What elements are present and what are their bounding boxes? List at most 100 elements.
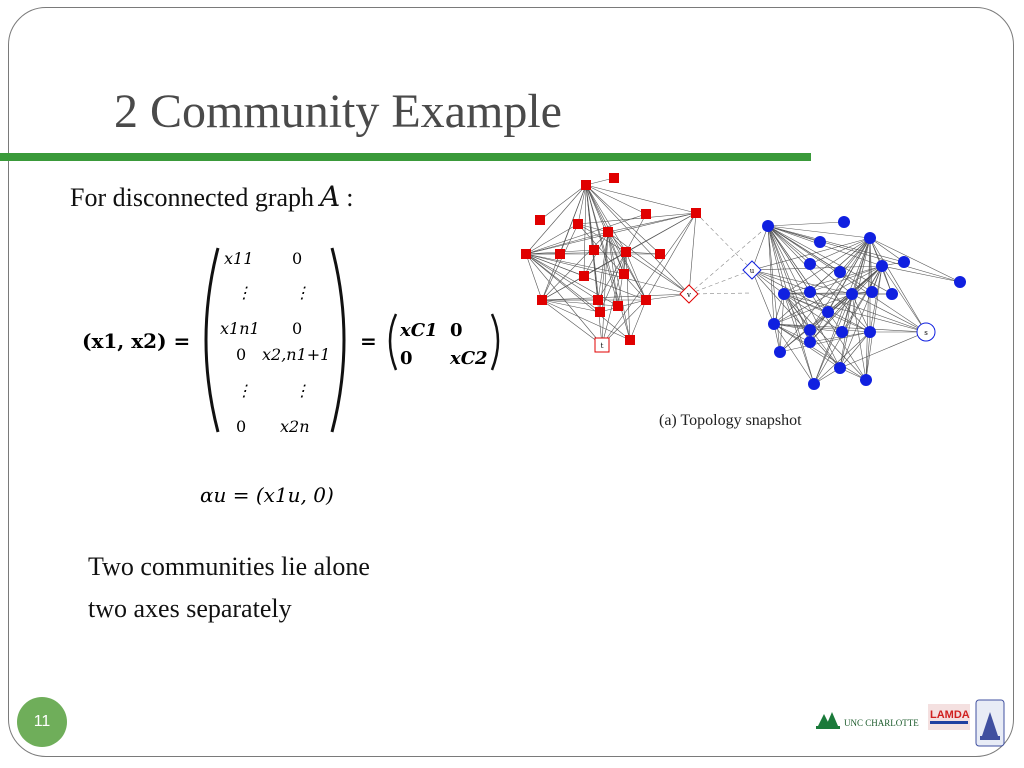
- graph-edge: [585, 184, 690, 295]
- graph-edge: [869, 237, 961, 283]
- matrix-cell: ⋮: [236, 381, 252, 400]
- rhs-cell: xC2: [449, 348, 488, 369]
- equation-lhs: (x1, x2) =: [82, 329, 190, 353]
- rhs-right-paren: [490, 313, 500, 371]
- community1-node: [581, 180, 591, 190]
- graph-edge: [751, 269, 853, 295]
- node-label: u: [750, 267, 755, 275]
- graph-edge: [809, 237, 871, 265]
- graph-symbol: A: [320, 180, 341, 213]
- graph-edge: [541, 223, 579, 301]
- community2-node: [774, 346, 786, 358]
- graph-edges: [525, 177, 961, 385]
- lamda-logo-text: LAMDA: [930, 709, 970, 721]
- graph-edge: [813, 237, 871, 385]
- graph-edge: [809, 293, 853, 343]
- graph-edge: [767, 225, 811, 265]
- community1-node: [555, 249, 565, 259]
- graph-edge: [625, 251, 661, 255]
- community1-node: [609, 173, 619, 183]
- graph-edge: [813, 293, 853, 385]
- community1-node: [579, 271, 589, 281]
- graph-edge: [773, 323, 871, 333]
- graph-edge: [773, 293, 853, 325]
- graph-edge: [767, 225, 781, 353]
- community2-node: [866, 286, 878, 298]
- graph-edge: [813, 331, 871, 385]
- graph-edge: [841, 293, 853, 333]
- community2-node: [804, 258, 816, 270]
- graph-edge: [779, 293, 853, 353]
- graph-edge: [583, 184, 587, 277]
- graph-edge: [585, 184, 647, 215]
- graph-edge: [773, 323, 867, 381]
- graph-edge: [525, 253, 543, 301]
- graph-edge: [525, 253, 599, 301]
- community2-node: [778, 288, 790, 300]
- community2-node: [846, 288, 858, 300]
- title-underline: [0, 153, 811, 161]
- graph-edge: [767, 225, 785, 295]
- body-text: Two communities lie alone two axes separ…: [88, 546, 370, 630]
- graph-edge: [541, 299, 619, 307]
- unc-logo-text: UNC CHARLOTTE: [844, 718, 919, 728]
- community2-node: [834, 266, 846, 278]
- matrix-cell: x11: [224, 249, 253, 268]
- graph-edge: [607, 231, 647, 301]
- matrix-cell: 0: [236, 417, 246, 436]
- graph-edge: [541, 231, 609, 301]
- graph-edge: [813, 265, 883, 385]
- graph-edge: [773, 323, 811, 343]
- community2-node: [762, 220, 774, 232]
- community1-node: [691, 208, 701, 218]
- community2-node: [768, 318, 780, 330]
- community2-node: [804, 324, 816, 336]
- labeled-node-u: u: [742, 260, 762, 280]
- graph-edge: [585, 184, 603, 346]
- graph-edge: [839, 237, 871, 369]
- graph-edge: [688, 292, 753, 295]
- graph-edge: [809, 237, 871, 331]
- university-seal-icon: [975, 699, 1005, 747]
- rhs-cell: 0: [400, 348, 413, 369]
- community1-node: [613, 301, 623, 311]
- graph-edge: [625, 251, 647, 301]
- matrix-cell: x2,n1+1: [262, 345, 330, 364]
- graph-edge: [525, 213, 647, 255]
- svg-text:=: =: [360, 329, 377, 353]
- graph-edge: [525, 231, 609, 255]
- rhs-cell: xC1: [399, 320, 438, 341]
- graph-edge: [585, 184, 661, 255]
- graph-edge: [541, 293, 690, 301]
- graph-edge: [585, 184, 697, 214]
- graph-edge: [773, 323, 927, 333]
- graph-edge: [809, 237, 871, 343]
- graph-edge: [688, 225, 769, 295]
- graph-edge: [839, 265, 883, 369]
- community1-node: [521, 249, 531, 259]
- graph-edge: [809, 265, 883, 343]
- graph-edge: [585, 184, 619, 307]
- community2-node: [822, 306, 834, 318]
- graph-edge: [577, 212, 697, 225]
- body-line-2: two axes separately: [88, 594, 292, 623]
- labeled-node-t: t: [594, 337, 610, 353]
- graph-edge: [607, 231, 631, 341]
- community2-node: [804, 286, 816, 298]
- matrix-cell: x1n1: [220, 319, 260, 338]
- graph-edge: [525, 253, 625, 275]
- graph-edge: [645, 212, 697, 301]
- graph-edge: [688, 212, 697, 295]
- lamda-logo: LAMDA: [928, 704, 970, 730]
- graph-edge: [751, 269, 871, 333]
- graph-edge: [841, 237, 871, 333]
- graph-edge: [767, 225, 775, 325]
- community1-node: [641, 295, 651, 305]
- community1-node: [621, 247, 631, 257]
- matrix-cell: ⋮: [236, 283, 252, 302]
- graph-edge: [607, 231, 625, 275]
- graph-edge: [779, 331, 871, 353]
